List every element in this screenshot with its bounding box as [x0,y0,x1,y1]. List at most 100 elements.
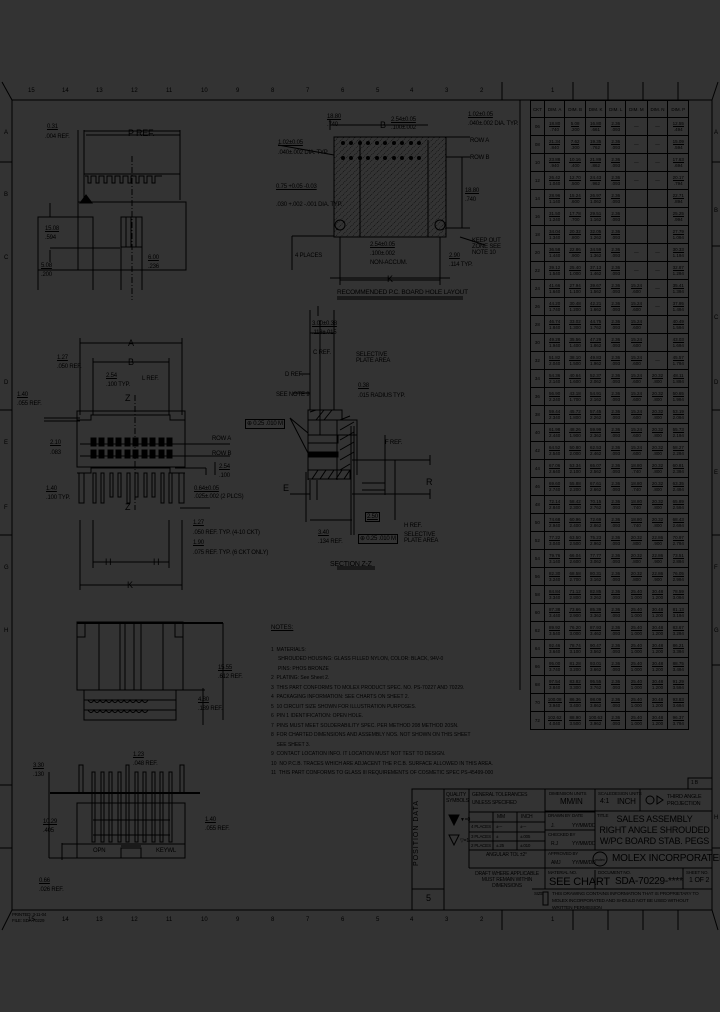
inch-value: .800 [653,469,662,474]
inch-value: 1.200 [651,649,664,654]
inch-value: 1.362 [589,253,602,258]
metric-value: 2.36 [611,481,621,487]
inch-value: .900 [653,559,662,564]
inch-value: .840 [550,145,559,150]
metric-value: 15.24 [630,409,642,415]
metric-value: 20.32 [630,553,642,559]
dim-label: .612 REF. [218,674,243,680]
note-item: 2 PLATING: See Sheet 2. [271,675,330,681]
metric-value: 30.48 [651,625,664,631]
metric-value: 18.80 [630,463,642,469]
table-cell: 20.32.800 [564,225,586,244]
inch-value: .093 [611,685,621,690]
dim-label: .048 REF. [133,761,158,767]
dim-label: 1.02±0.05 [468,112,493,118]
tol-row-label: 2 PLACES [471,843,491,848]
fraction-value: 15.09.594 [672,139,684,150]
inch-value: .800 [653,433,662,438]
table-cell [646,333,669,352]
dim-label: .030 +.002 -.001 DIA. TYP. [276,202,343,208]
metric-value: 2.36 [611,589,621,595]
inch-value: 1.840 [548,325,561,330]
metric-value: 93.01 [589,661,602,667]
metric-value: 49.28 [548,337,561,343]
table-cell: 21.89.862 [584,153,607,172]
zone-label-top: 7 [306,88,310,94]
inch-value: 2.962 [589,541,602,546]
metric-value: 40.49 [672,319,684,325]
table-cell: — [625,117,648,136]
inch-value: 3.300 [569,685,581,690]
inch-value: 1.662 [589,307,602,312]
quality-symbol-2: ▽=1 [460,838,469,844]
metric-value: 81.28 [569,661,581,667]
inch-value: .962 [591,181,600,186]
dim-h: H [105,557,112,567]
inch-value: .093 [611,667,621,672]
inch-value: 2.600 [569,559,581,564]
fraction-value: 20.32.800 [651,517,664,528]
zone-label-bottom: 13 [96,917,103,923]
table-cell: 2.36.093 [605,441,627,460]
document-label: DOCUMENT NO. [598,870,631,875]
metric-value: 22.86 [651,571,664,577]
label-opn: OPN [93,848,106,854]
table-cell: 2.36.093 [605,423,627,442]
metric-value: 57.45 [589,409,602,415]
fraction-value: 2.36.093 [611,265,621,276]
inch-value: .794 [673,181,683,186]
table-cell: 18.80.740 [543,117,566,136]
fraction-value: 23.88.940 [548,157,561,168]
dim-p-ref: P REF. [128,128,155,138]
inch-value: 1.462 [589,271,602,276]
table-cell: 2.36.093 [605,261,627,280]
metric-value: 60.81 [672,463,684,469]
inch-value: 2.394 [672,469,684,474]
metric-value: 18.80 [630,481,642,487]
table-cell: 15.24.600 [625,423,648,442]
metric-value: 45.72 [569,409,581,415]
inch-value: .600 [631,379,641,384]
table-cell: — [625,261,648,280]
table-cell: — [646,117,669,136]
zone-label-top: 1 [551,88,555,94]
inch-value: 1.000 [630,721,642,726]
scale-label: SCALE [598,791,612,796]
fraction-value: 2.36.093 [611,643,621,654]
fraction-value: 2.36.093 [611,553,621,564]
table-cell: 2.36.093 [605,513,627,532]
quality-symbols-label: QUALITY SYMBOLS [446,792,469,804]
metric-value: 84.84 [548,589,561,595]
inch-value: 1.994 [672,397,684,402]
table-cell: — [646,261,669,280]
